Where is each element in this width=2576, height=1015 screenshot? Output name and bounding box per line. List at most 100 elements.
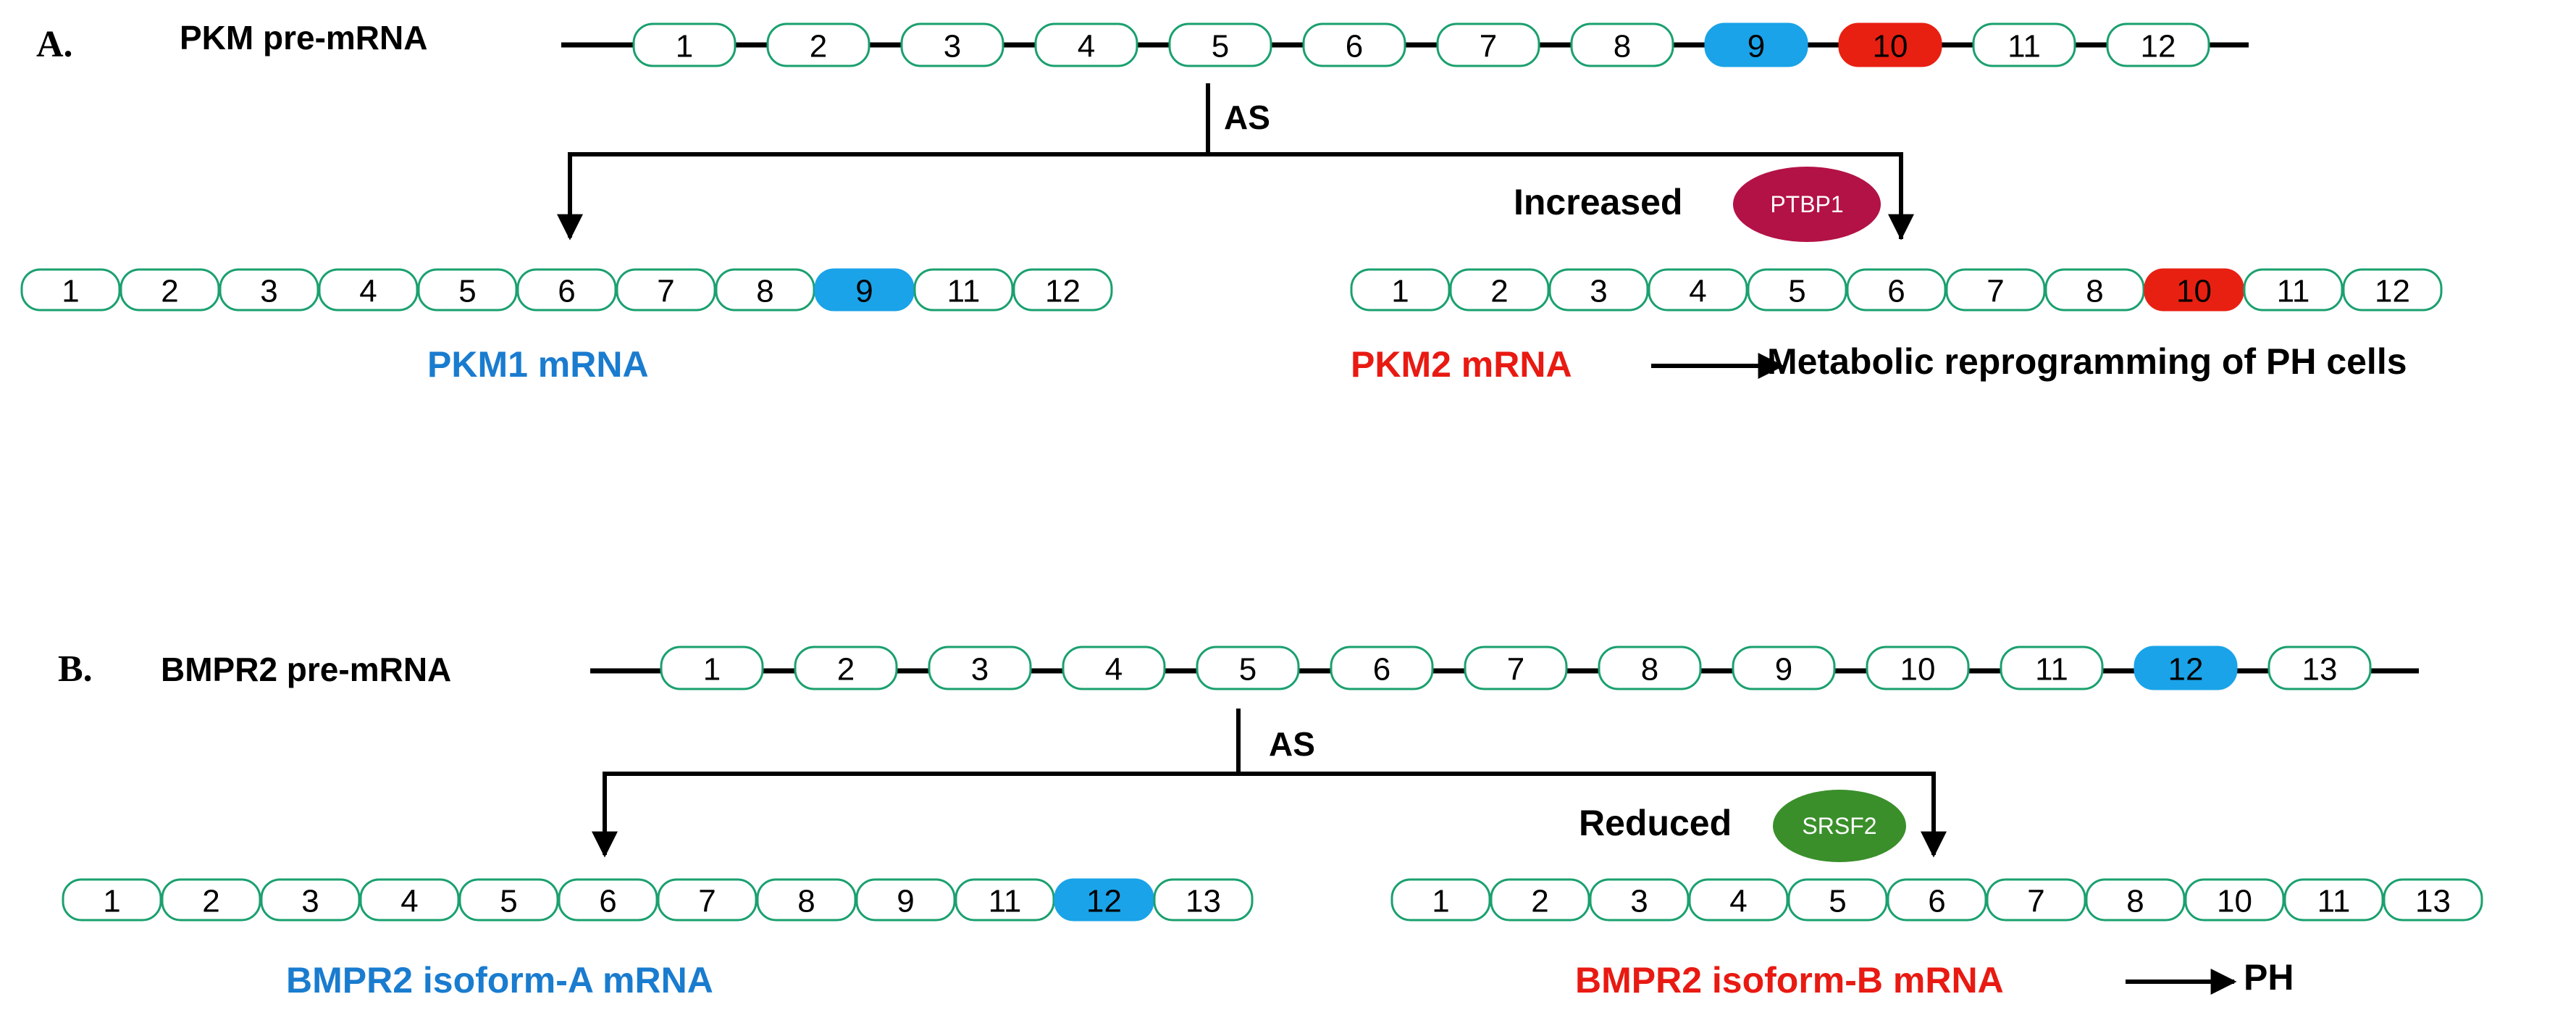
bmpr2-a-exon-label: 6 <box>599 884 616 919</box>
bmpr2-pre-exon-13 <box>2267 646 2372 690</box>
pkm1-exon-label: 9 <box>855 274 873 309</box>
pkm-pre-exon-12 <box>2106 22 2210 67</box>
bmpr2-a-exon-7 <box>657 878 758 922</box>
bmpr2-b-exon-7 <box>1986 878 2086 922</box>
bmpr2-a-exon-11 <box>955 878 1055 922</box>
bmpr2-pre-exon-label: 4 <box>1105 652 1123 688</box>
pkm1-exon-label: 4 <box>359 274 377 309</box>
pkm-pre-exon-11 <box>1972 22 2076 67</box>
bmpr2-a-exon-label: 9 <box>897 884 914 919</box>
bmpr2-b-exon-6 <box>1887 878 1987 922</box>
pkm1-exon-label: 3 <box>260 274 277 309</box>
pkm-pre-exon-8 <box>1570 22 1674 67</box>
bmpr2-pre-exon-label: 9 <box>1775 652 1792 688</box>
bmpr2-b-exon-label: 8 <box>2126 884 2144 919</box>
pkm2-exon-label: 3 <box>1590 274 1607 309</box>
pkm2-exon-label: 6 <box>1887 274 1905 309</box>
bmpr2-b-exon-13 <box>2383 878 2483 922</box>
bmpr2-b-exon-11 <box>2283 878 2384 922</box>
bmpr2-a-exon-2 <box>161 878 261 922</box>
bmpr2-b-exon-label: 1 <box>1432 884 1449 919</box>
pkm2-exon-11 <box>2243 268 2344 312</box>
pkm-pre-exon-7 <box>1436 22 1540 67</box>
bmpr2-b-exon-label: 3 <box>1630 884 1648 919</box>
pkm1-exon-3 <box>219 268 319 312</box>
pkm-pre-exon-2 <box>766 22 870 67</box>
pkm2-exon-8 <box>2044 268 2145 312</box>
pkm2-exon-2 <box>1449 268 1550 312</box>
bmpr2-a-exon-12 <box>1054 878 1154 922</box>
ptbp1-label: PTBP1 <box>1770 191 1843 217</box>
pkm2-exon-3 <box>1548 268 1649 312</box>
pkm-pre-exon-4 <box>1034 22 1138 67</box>
pkm2-exon-6 <box>1846 268 1947 312</box>
bmpr2-b-exon-1 <box>1390 878 1491 922</box>
bmpr2-b-exon-label: 4 <box>1729 884 1747 919</box>
pkm-pre-exon-label: 12 <box>2141 29 2176 64</box>
pkm2-mrna-label: PKM2 mRNA <box>1351 344 1572 385</box>
bmpr2-b-exon-label: 2 <box>1531 884 1548 919</box>
bmpr2-a-exon-label: 12 <box>1086 884 1122 919</box>
pkm-branch-line <box>568 152 1903 239</box>
pkm-pre-exon-3 <box>900 22 1004 67</box>
panel-a-letter: A. <box>36 24 73 65</box>
pkm1-exon-1 <box>20 268 121 312</box>
bmpr2-a-exon-label: 11 <box>989 884 1022 919</box>
bmpr2-a-exon-1 <box>62 878 162 922</box>
pkm-pre-exon-label: 5 <box>1212 29 1229 64</box>
bmpr2-a-exon-label: 5 <box>500 884 517 919</box>
pkm1-exon-5 <box>417 268 518 312</box>
pkm2-exon-label: 1 <box>1391 274 1409 309</box>
bmpr2-a-exon-label: 4 <box>400 884 418 919</box>
bmpr2-pre-exon-1 <box>660 646 764 690</box>
bmpr2-pre-exon-3 <box>928 646 1032 690</box>
pkm1-mrna-label: PKM1 mRNA <box>427 344 649 385</box>
pkm1-exon-label: 11 <box>947 274 981 309</box>
pkm2-exon-12 <box>2342 268 2443 312</box>
bmpr2-b-exon-label: 10 <box>2217 884 2252 919</box>
pkm-pre-exon-10 <box>1838 22 1942 67</box>
bmpr2-pre-exon-6 <box>1330 646 1434 690</box>
pkm1-exon-6 <box>516 268 617 312</box>
pkm-pre-exon-label: 8 <box>1614 29 1631 64</box>
pkm1-exon-2 <box>119 268 220 312</box>
pkm1-exon-4 <box>318 268 419 312</box>
bmpr2-pre-exon-7 <box>1464 646 1568 690</box>
pkm2-exon-label: 2 <box>1490 274 1508 309</box>
pkm2-exon-5 <box>1747 268 1847 312</box>
bmpr2-a-exon-label: 2 <box>202 884 219 919</box>
pkm2-exon-label: 8 <box>2086 274 2103 309</box>
bmpr2-a-exon-8 <box>756 878 857 922</box>
bmpr2-pre-exon-4 <box>1062 646 1166 690</box>
pkm2-exon-label: 10 <box>2176 274 2212 309</box>
bmpr2-isoform-a-label: BMPR2 isoform-A mRNA <box>286 960 713 1001</box>
pkm1-exon-7 <box>616 268 716 312</box>
bmpr2-b-exon-label: 7 <box>2027 884 2044 919</box>
pkm2-exon-label: 5 <box>1788 274 1805 309</box>
bmpr2-pre-exon-5 <box>1196 646 1300 690</box>
bmpr2-pre-exon-label: 8 <box>1641 652 1658 688</box>
bmpr2-a-exon-4 <box>359 878 460 922</box>
pkm-pre-exon-label: 7 <box>1480 29 1497 64</box>
pkm-pre-exon-label: 10 <box>1873 29 1908 64</box>
bmpr2-a-exon-6 <box>558 878 658 922</box>
bmpr2-pre-exon-11 <box>2000 646 2104 690</box>
bmpr2-b-exon-8 <box>2085 878 2186 922</box>
reduced-label: Reduced <box>1579 803 1732 843</box>
bmpr2-pre-exon-8 <box>1598 646 1702 690</box>
srsf2-label: SRSF2 <box>1802 813 1876 839</box>
pkm-pre-exon-label: 2 <box>810 29 827 64</box>
pkm-pre-exon-label: 3 <box>944 29 961 64</box>
bmpr2-a-exon-label: 1 <box>103 884 120 919</box>
bmpr2-a-exon-label: 13 <box>1186 884 1221 919</box>
pkm-pre-exon-5 <box>1168 22 1272 67</box>
bmpr2-b-exon-label: 6 <box>1928 884 1945 919</box>
pkm-pre-mrna-label: PKM pre-mRNA <box>180 19 427 57</box>
pkm-as-label: AS <box>1224 99 1270 136</box>
pkm1-exon-label: 5 <box>458 274 476 309</box>
bmpr2-a-exon-label: 3 <box>301 884 319 919</box>
